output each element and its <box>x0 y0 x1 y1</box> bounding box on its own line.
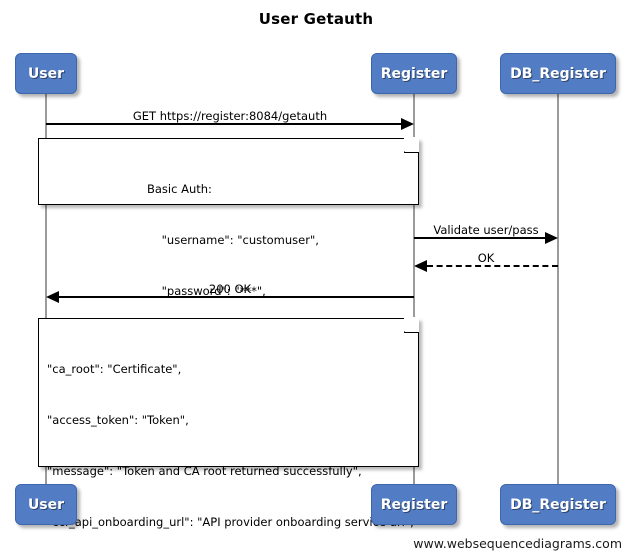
lifeline-user <box>45 93 47 485</box>
arrowhead-200-ok <box>46 291 59 303</box>
note-fold-corner-icon <box>404 317 419 333</box>
note-basic-auth-text: Basic Auth: "username": "customuser", "p… <box>147 147 319 334</box>
actor-register-top-label: Register <box>380 65 448 82</box>
actor-db-register-top-label: DB_Register <box>510 65 606 82</box>
note-line: "ca_root": "Certificate", <box>47 362 182 376</box>
lifeline-register <box>413 93 415 485</box>
note-line: Basic Auth: <box>147 182 212 196</box>
note-line: "access_token": "Token", <box>47 413 189 427</box>
actor-register-bottom-label: Register <box>380 496 448 513</box>
note-response-payload-text: "ca_root": "Certificate", "access_token"… <box>47 327 414 559</box>
actor-register-top[interactable]: Register <box>371 53 457 94</box>
message-line-validate-user-pass <box>414 237 546 239</box>
actor-db-register-bottom[interactable]: DB_Register <box>500 484 616 525</box>
actor-db-register-top[interactable]: DB_Register <box>500 53 616 94</box>
message-label-get-getauth: GET https://register:8084/getauth <box>132 109 328 123</box>
note-response-payload: "ca_root": "Certificate", "access_token"… <box>38 317 419 529</box>
actor-user-top-label: User <box>27 65 65 82</box>
arrowhead-validate-user-pass <box>545 232 558 244</box>
actor-db-register-bottom-label: DB_Register <box>510 496 606 513</box>
note-line: "password": "***", <box>147 284 266 298</box>
note-line: "username": "customuser", <box>147 233 319 247</box>
message-label-db-ok: OK <box>477 251 495 265</box>
note-line: "ccf_api_onboarding_url": "API provider … <box>47 515 414 529</box>
note-basic-auth: Basic Auth: "username": "customuser", "p… <box>38 137 419 298</box>
message-line-db-ok <box>427 265 558 267</box>
footer-watermark: www.websequencediagrams.com <box>413 536 622 551</box>
actor-user-top[interactable]: User <box>15 53 77 94</box>
arrowhead-db-ok <box>414 260 427 272</box>
arrowhead-get-getauth <box>401 118 414 130</box>
lifeline-db-register <box>557 93 559 485</box>
actor-user-bottom-label: User <box>27 496 65 513</box>
message-line-200-ok <box>59 296 414 298</box>
note-fold-corner-icon <box>404 137 419 153</box>
page-title: User Getauth <box>258 10 374 28</box>
message-line-get-getauth <box>46 123 402 125</box>
message-label-200-ok: 200 OK <box>208 282 252 296</box>
note-line: "message": "Token and CA root returned s… <box>47 464 362 478</box>
actor-register-bottom[interactable]: Register <box>371 484 457 525</box>
actor-user-bottom[interactable]: User <box>15 484 77 525</box>
message-label-validate-user-pass: Validate user/pass <box>433 223 539 237</box>
